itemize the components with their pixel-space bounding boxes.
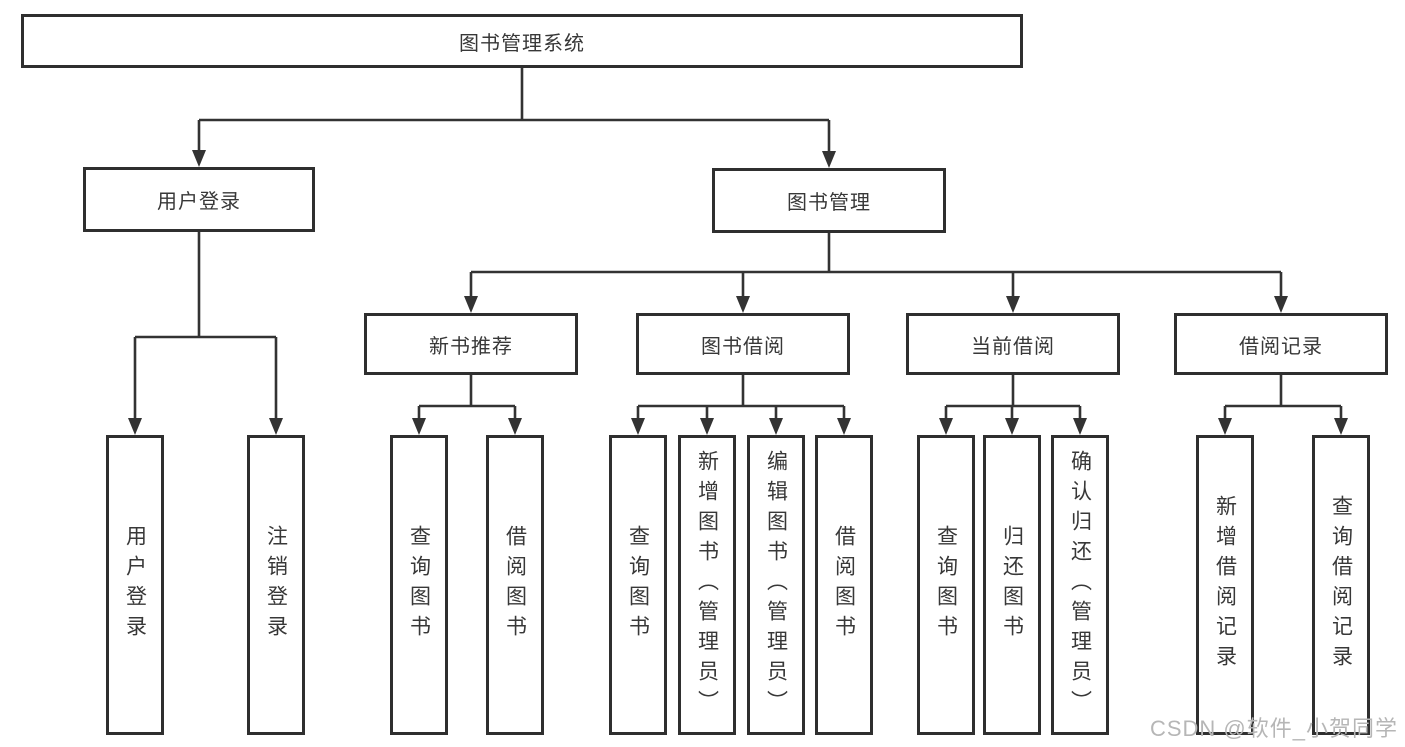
leaf-query-book-borrow: 查询图书: [609, 435, 667, 735]
leaf-borrow-book-recommend: 借阅图书: [486, 435, 544, 735]
node-new-book-recommend: 新书推荐: [364, 313, 578, 375]
node-borrow-records: 借阅记录: [1174, 313, 1388, 375]
node-book-management-label: 图书管理: [787, 192, 871, 214]
leaf-query-borrow-record: 查询借阅记录: [1312, 435, 1370, 735]
leaf-query-book-current: 查询图书: [917, 435, 975, 735]
leaf-confirm-return-admin-label: 确认归还（管理员）: [1068, 450, 1092, 720]
node-borrow-records-label: 借阅记录: [1239, 335, 1323, 358]
leaf-add-book-admin: 新增图书（管理员）: [678, 435, 736, 735]
node-book-borrow-label: 图书借阅: [701, 335, 785, 358]
leaf-return-book-label: 归还图书: [1000, 525, 1024, 645]
leaf-borrow-book-label: 借阅图书: [832, 525, 856, 645]
leaf-confirm-return-admin: 确认归还（管理员）: [1051, 435, 1109, 735]
leaf-edit-book-admin-label: 编辑图书（管理员）: [764, 450, 788, 720]
leaf-query-book-recommend-label: 查询图书: [407, 525, 431, 645]
node-user-login-label: 用户登录: [157, 191, 241, 213]
leaf-return-book: 归还图书: [983, 435, 1041, 735]
leaf-add-borrow-record: 新增借阅记录: [1196, 435, 1254, 735]
leaf-borrow-book: 借阅图书: [815, 435, 873, 735]
csdn-watermark: CSDN @软件_小贺同学: [1149, 716, 1398, 741]
node-current-borrow-label: 当前借阅: [971, 335, 1055, 358]
leaf-query-borrow-record-label: 查询借阅记录: [1329, 495, 1353, 675]
leaf-query-book-recommend: 查询图书: [390, 435, 448, 735]
leaf-user-login: 用户登录: [106, 435, 164, 735]
leaf-borrow-book-recommend-label: 借阅图书: [503, 525, 527, 645]
leaf-add-book-admin-label: 新增图书（管理员）: [695, 450, 719, 720]
leaf-query-book-current-label: 查询图书: [934, 525, 958, 645]
node-book-management: 图书管理: [712, 168, 946, 233]
leaf-query-book-borrow-label: 查询图书: [626, 525, 650, 645]
node-book-borrow: 图书借阅: [636, 313, 850, 375]
node-library-system: 图书管理系统: [21, 14, 1023, 68]
node-current-borrow: 当前借阅: [906, 313, 1120, 375]
leaf-logout-login-label: 注销登录: [264, 525, 288, 645]
leaf-add-borrow-record-label: 新增借阅记录: [1213, 495, 1237, 675]
leaf-edit-book-admin: 编辑图书（管理员）: [747, 435, 805, 735]
node-new-book-recommend-label: 新书推荐: [429, 335, 513, 358]
node-user-login: 用户登录: [83, 167, 315, 232]
leaf-logout-login: 注销登录: [247, 435, 305, 735]
leaf-user-login-label: 用户登录: [123, 525, 147, 645]
node-library-system-label: 图书管理系统: [459, 32, 585, 55]
